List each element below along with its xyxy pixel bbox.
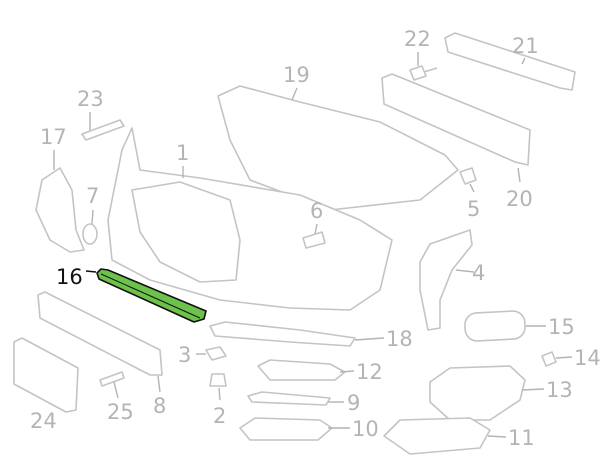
- part-5-screw[interactable]: [459, 167, 477, 185]
- bumper-grille-opening: [131, 181, 241, 283]
- callout-4: 4: [472, 261, 485, 285]
- part-3-clip[interactable]: [205, 346, 227, 361]
- callout-11: 11: [508, 426, 535, 450]
- part-10-trim[interactable]: [239, 417, 333, 441]
- part-21-bumper-reinforcement[interactable]: [444, 32, 576, 91]
- callout-24: 24: [30, 409, 57, 433]
- callout-19: 19: [283, 63, 310, 87]
- part-15-tow-cover[interactable]: [464, 310, 526, 342]
- callout-2: 2: [213, 404, 226, 428]
- part-2-push-pin[interactable]: [209, 373, 227, 387]
- callout-6: 6: [310, 199, 323, 223]
- part-16-ridge: [100, 273, 201, 319]
- callout-labels: 22 21 19 23 17 1 7 6 5 20 16 4 15 18 3 1…: [30, 27, 601, 450]
- callout-10: 10: [352, 417, 379, 441]
- part-20-energy-absorber[interactable]: [381, 73, 531, 166]
- callout-25: 25: [107, 400, 134, 424]
- part-8-lower-grille[interactable]: [37, 291, 163, 376]
- callout-9: 9: [347, 391, 360, 415]
- part-4-side-bracket[interactable]: [419, 229, 473, 331]
- part-19-undertray[interactable]: [217, 85, 459, 211]
- callout-20: 20: [506, 187, 533, 211]
- part-22-bolt[interactable]: [409, 65, 438, 81]
- leader-lines: [53, 52, 573, 438]
- callout-17: 17: [40, 125, 67, 149]
- callout-23: 23: [77, 87, 104, 111]
- callout-21: 21: [512, 34, 539, 58]
- callout-12: 12: [356, 360, 383, 384]
- part-7-cap[interactable]: [82, 223, 98, 245]
- part-18-lower-lip[interactable]: [209, 321, 356, 347]
- part-17-wheel-arch-liner[interactable]: [35, 167, 85, 253]
- part-11-fog-lamp-bezel[interactable]: [383, 417, 491, 455]
- callout-15: 15: [548, 315, 575, 339]
- part-9-trim-strip[interactable]: [247, 391, 331, 406]
- callout-5: 5: [467, 197, 480, 221]
- callout-22: 22: [404, 27, 431, 51]
- callout-18: 18: [386, 327, 413, 351]
- callout-8: 8: [153, 394, 166, 418]
- part-13-side-grille[interactable]: [429, 365, 526, 421]
- part-24-license-plate-bracket[interactable]: [13, 337, 79, 413]
- callout-16: 16: [56, 265, 83, 289]
- part-12-grille-insert[interactable]: [257, 359, 346, 381]
- callout-3: 3: [178, 343, 191, 367]
- callout-14: 14: [574, 346, 601, 370]
- callout-7: 7: [86, 184, 99, 208]
- part-25-clip[interactable]: [99, 371, 125, 387]
- part-23-bracket[interactable]: [81, 119, 125, 141]
- callout-1: 1: [176, 141, 189, 165]
- callout-13: 13: [546, 378, 573, 402]
- part-14-screw[interactable]: [541, 351, 557, 367]
